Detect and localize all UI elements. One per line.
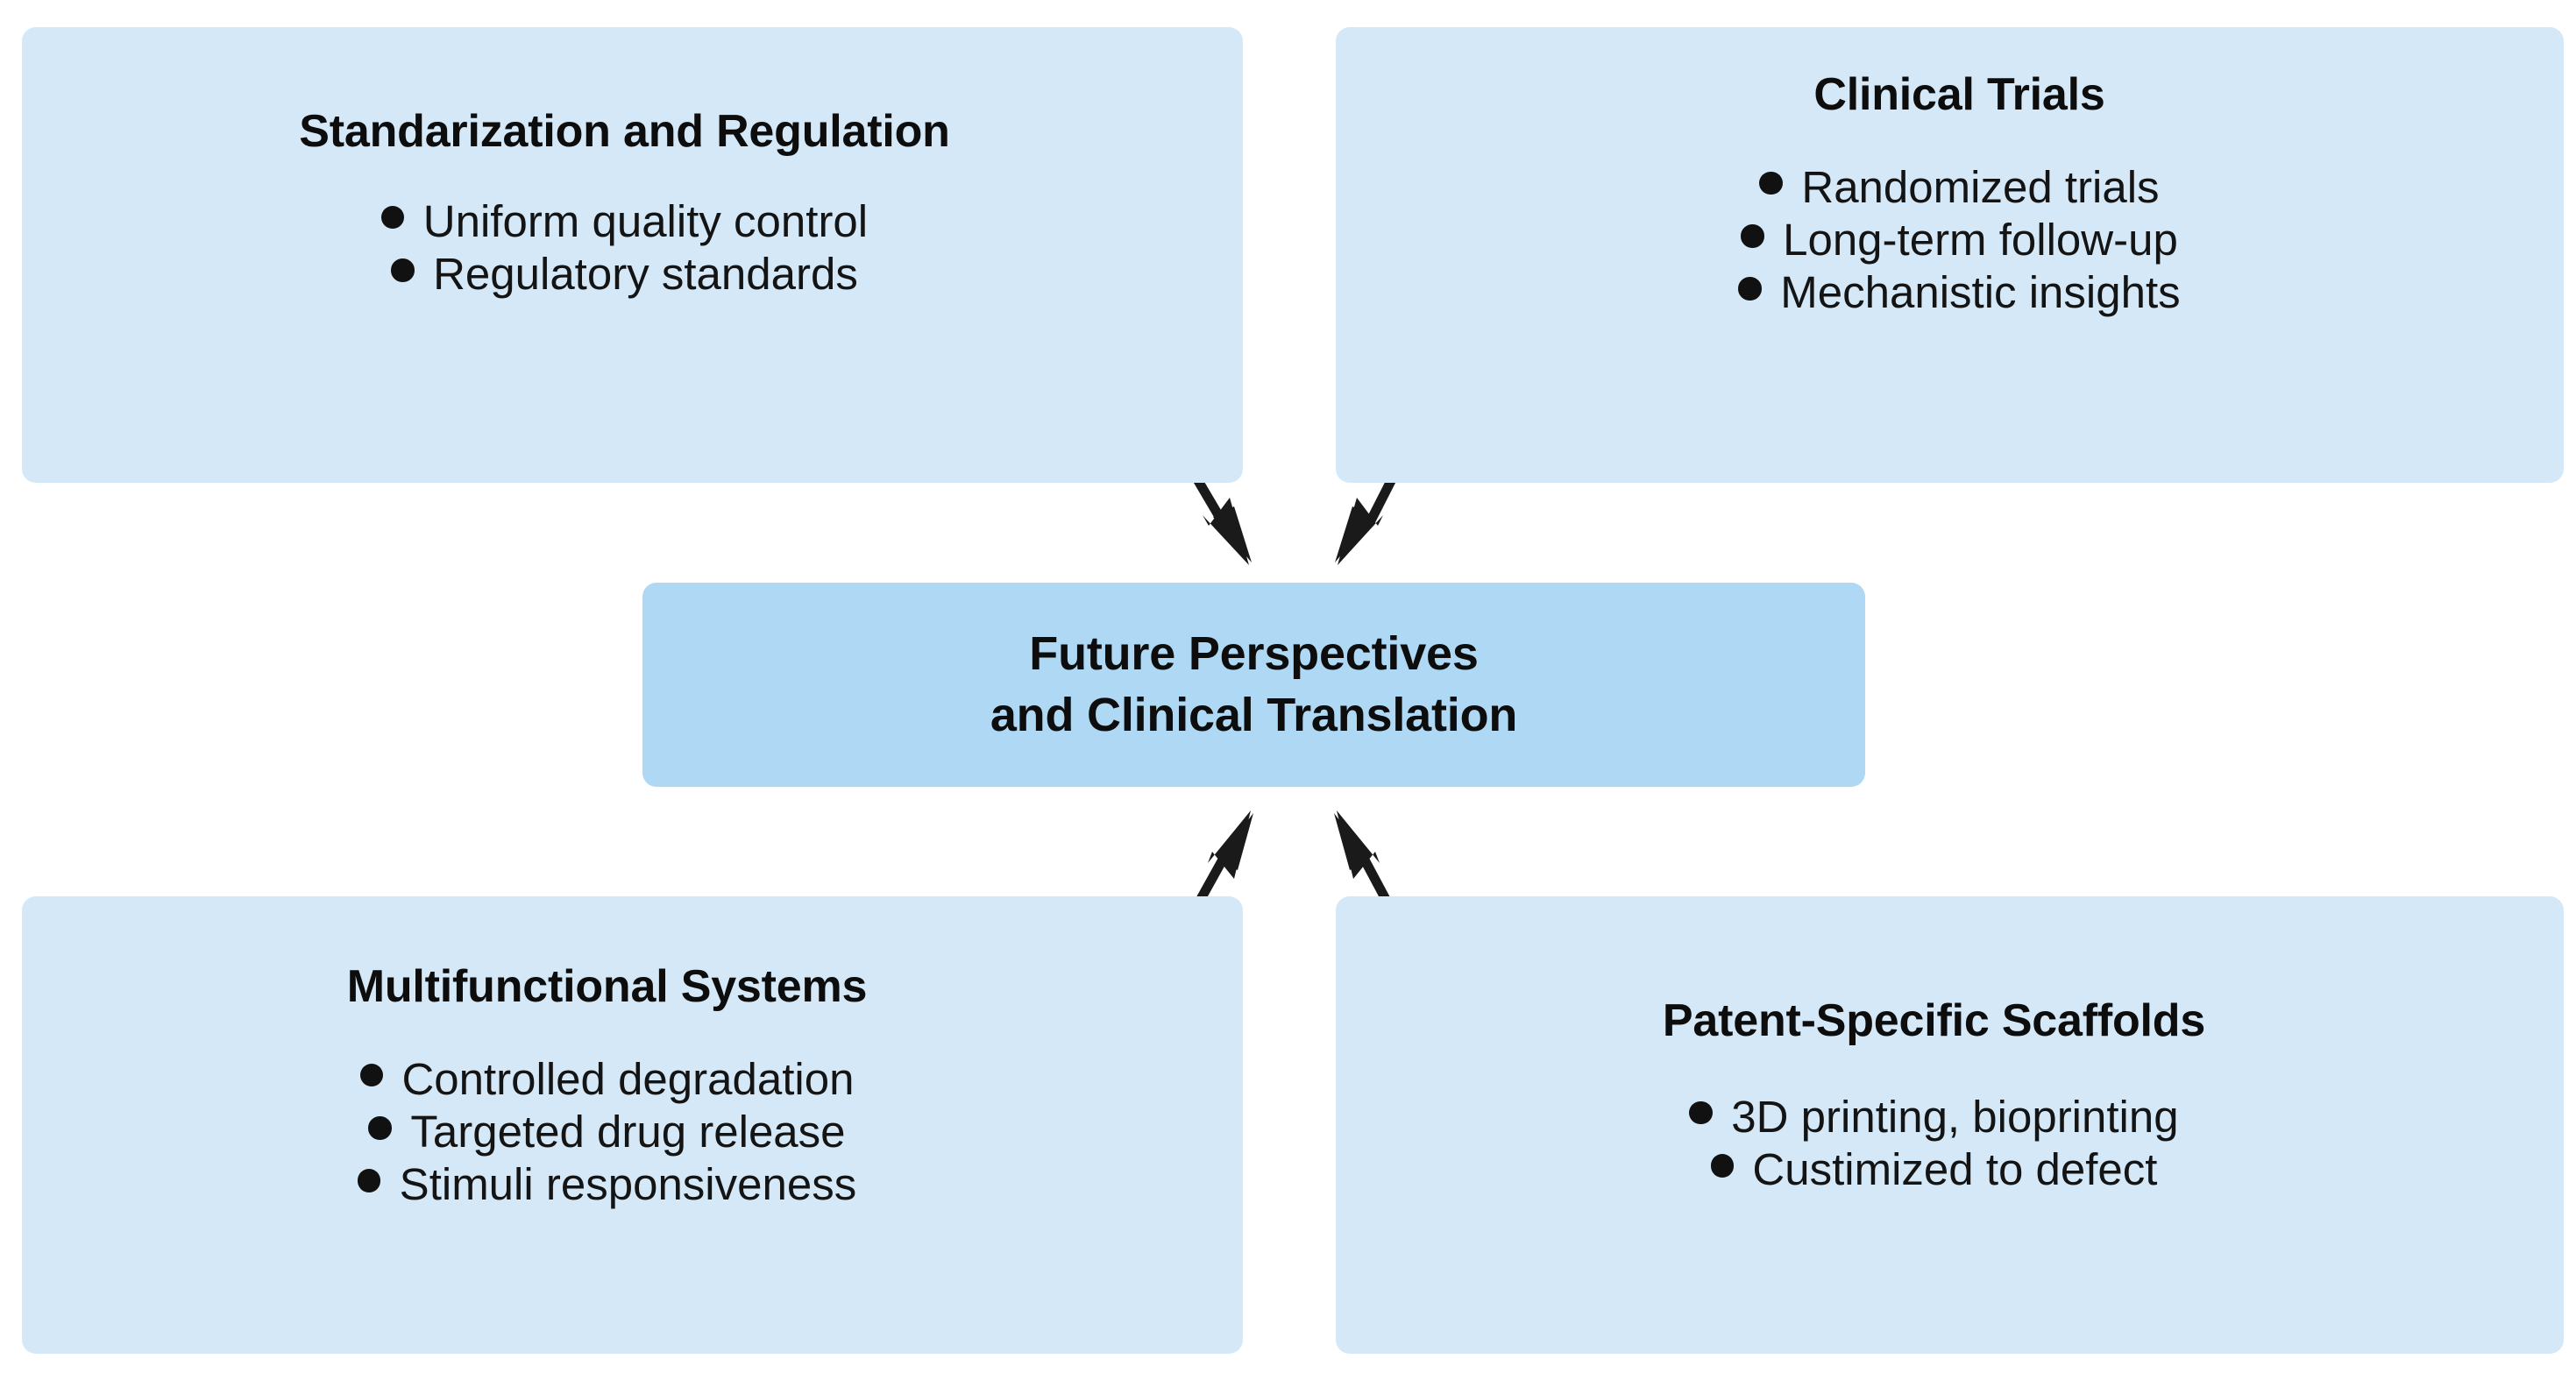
- bullet-text: Controlled degradation: [401, 1053, 855, 1104]
- bullet-text: Mechanistic insights: [1780, 266, 2181, 317]
- box-clinical-title: Clinical Trials: [1813, 69, 2105, 120]
- bullet-text: Stimuli responsiveness: [399, 1158, 857, 1209]
- box-multifunctional-systems[interactable]: Multifunctional Systems Controlled degra…: [22, 896, 1243, 1354]
- center-box-title: Future Perspectives and Clinical Transla…: [990, 624, 1518, 745]
- box-multifunctional-title: Multifunctional Systems: [346, 961, 868, 1012]
- bullet-dot-icon: [1689, 1100, 1713, 1125]
- box-standardization-title: Standarization and Regulation: [299, 106, 950, 157]
- bullet-dot-icon: [357, 1169, 381, 1192]
- bullet-text: Randomized trials: [1801, 161, 2160, 212]
- center-title-line-2: and Clinical Translation: [990, 688, 1518, 741]
- box-clinical-bullets: Randomized trials Long-term follow-up Me…: [1738, 161, 2181, 320]
- bullet-text: Regulatory standards: [433, 248, 858, 299]
- list-item: Mechanistic insights: [1738, 266, 2181, 319]
- box-scaffolds-bullets: 3D printing, bioprinting Custimized to d…: [1689, 1091, 2179, 1196]
- bullet-dot-icon: [380, 205, 405, 230]
- bullet-text: Targeted drug release: [410, 1106, 846, 1157]
- bullet-dot-icon: [1741, 224, 1764, 248]
- bullet-dot-icon: [391, 258, 415, 282]
- list-item: 3D printing, bioprinting: [1689, 1091, 2179, 1143]
- list-item: Controlled degradation: [358, 1053, 856, 1106]
- list-item: Regulatory standards: [381, 248, 868, 301]
- bullet-text: Uniform quality control: [422, 195, 869, 246]
- list-item: Long-term follow-up: [1738, 214, 2180, 266]
- list-item: Custimized to defect: [1689, 1143, 2178, 1196]
- box-scaffolds-title: Patent-Specific Scaffolds: [1662, 995, 2206, 1046]
- box-future-perspectives-and-clinical-translation[interactable]: Future Perspectives and Clinical Transla…: [642, 583, 1865, 787]
- list-item: Stimuli responsiveness: [357, 1158, 857, 1211]
- box-standardization-and-regulation[interactable]: Standarization and Regulation Uniform qu…: [22, 27, 1243, 483]
- list-item: Targeted drug release: [358, 1106, 856, 1158]
- box-multifunctional-bullets: Controlled degradation Targeted drug rel…: [357, 1053, 857, 1212]
- box-standardization-bullets: Uniform quality control Regulatory stand…: [380, 195, 869, 301]
- bullet-dot-icon: [1710, 1154, 1735, 1178]
- bullet-dot-icon: [359, 1063, 384, 1087]
- list-item: Uniform quality control: [380, 195, 869, 248]
- bullet-dot-icon: [1759, 171, 1783, 195]
- bullet-text: Custimized to defect: [1752, 1143, 2158, 1194]
- bullet-text: 3D printing, bioprinting: [1731, 1091, 2179, 1142]
- bullet-dot-icon: [368, 1116, 392, 1140]
- bullet-text: Long-term follow-up: [1783, 214, 2178, 265]
- bullet-dot-icon: [1738, 277, 1762, 301]
- list-item: Randomized trials: [1738, 161, 2180, 214]
- box-clinical-trials[interactable]: Clinical Trials Randomized trials Long-t…: [1336, 27, 2564, 483]
- box-patent-specific-scaffolds[interactable]: Patent-Specific Scaffolds 3D printing, b…: [1336, 896, 2564, 1354]
- center-title-line-1: Future Perspectives: [1029, 627, 1479, 681]
